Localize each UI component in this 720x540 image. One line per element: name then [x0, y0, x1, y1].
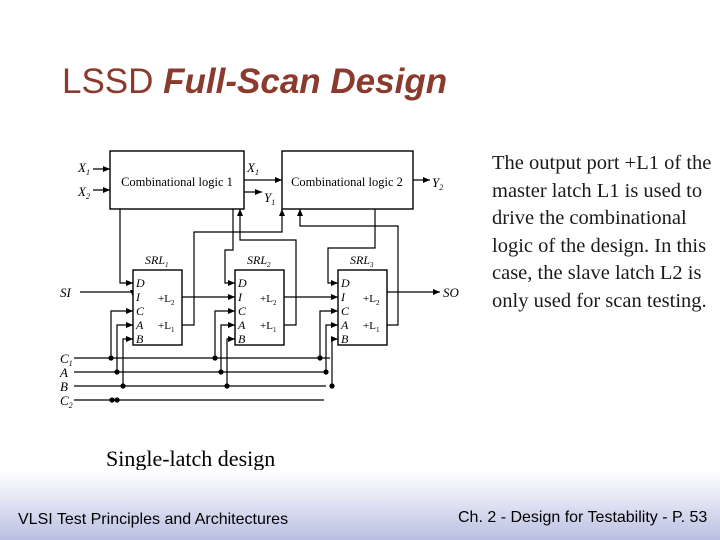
- srl-1-label: SRL1: [145, 253, 169, 269]
- srl-3-label: SRL3: [350, 253, 374, 269]
- srl-2-a-tap: [220, 322, 235, 372]
- srl-2-port-d: D: [237, 276, 247, 290]
- srl-3-out-l1: +L1: [363, 320, 380, 334]
- title-plain: LSSD: [62, 62, 164, 101]
- srl-1-a-tap: [116, 322, 133, 372]
- input-x2-label: X2: [77, 184, 90, 201]
- comb-logic-1-label: Combinational logic 1: [121, 175, 233, 189]
- srl-2-out-l1: +L1: [260, 320, 277, 334]
- srl-3-port-a: A: [340, 318, 349, 332]
- srl-3-port-b: B: [341, 332, 349, 346]
- junction-dot: [108, 355, 114, 361]
- srl-3-a-tap: [325, 322, 338, 372]
- srl-1-box: [132, 269, 183, 346]
- input-x1-label: X1: [77, 160, 90, 177]
- title-emphasis: Full-Scan Design: [163, 62, 448, 101]
- junction-dot: [317, 355, 323, 361]
- srl-3-b-tap: [331, 336, 338, 386]
- clock-c1-label: C1: [60, 351, 73, 368]
- srl-3-box: [337, 269, 388, 346]
- diagram-caption: Single-latch design: [106, 446, 276, 471]
- srl-1-out-l2: +L2: [158, 293, 175, 307]
- clock-b-label: B: [60, 379, 68, 394]
- comb-logic-2-label: Combinational logic 2: [291, 175, 403, 189]
- logic1-to-srl1-d: [119, 209, 133, 286]
- scan-in-wire: [80, 290, 136, 297]
- srl-3-out-l2: +L2: [363, 293, 380, 307]
- srl-1-c-tap: [110, 308, 133, 358]
- y1-label: Y1: [264, 190, 275, 207]
- footer-chapter: Ch. 2 - Design for Testability - P. 53: [458, 509, 708, 526]
- srl-1-b-tap: [122, 336, 133, 386]
- junction-dot: [212, 355, 218, 361]
- srl-3-port-c: C: [341, 304, 350, 318]
- srl-2-port-b: B: [238, 332, 246, 346]
- srl-2-out-l2: +L2: [260, 293, 277, 307]
- srl-2-c-tap: [214, 308, 235, 358]
- junction-dot: [329, 383, 335, 389]
- srl-2-b-tap: [226, 336, 235, 386]
- srl-3-port-d: D: [340, 276, 350, 290]
- junction-dot: [114, 397, 120, 403]
- comb-logic-2-box: [281, 150, 414, 210]
- logic2-to-srl3-d: [327, 209, 376, 286]
- junction-dot: [109, 397, 115, 403]
- footer-bar: [0, 470, 720, 540]
- comb-logic-1-box: [109, 150, 245, 210]
- srl-2-port-c: C: [238, 304, 247, 318]
- srl-1-port-b: B: [136, 332, 144, 346]
- srl-1-port-i: I: [135, 290, 141, 304]
- clock-c2-label: C2: [60, 393, 73, 410]
- so-label: SO: [443, 285, 460, 300]
- srl-2-port-a: A: [237, 318, 246, 332]
- srl1-l1-feedback: [182, 209, 285, 326]
- srl-1-port-c: C: [136, 304, 145, 318]
- srl-3-c-tap: [319, 308, 338, 358]
- junction-dot: [323, 369, 329, 375]
- srl3-l1-feedback: [297, 209, 399, 326]
- description-paragraph: The output port +L1 of the master latch …: [492, 152, 712, 312]
- y2-label: Y2: [432, 175, 443, 192]
- junction-dot: [120, 383, 126, 389]
- clock-a-label: A: [59, 365, 68, 380]
- junction-dot: [224, 383, 230, 389]
- logic1-to-srl2-d: [224, 209, 235, 286]
- junction-dot: [114, 369, 120, 375]
- srl2-l1-feedback: [237, 209, 297, 326]
- srl-1-port-d: D: [135, 276, 145, 290]
- srl-1-out-l1: +L1: [158, 320, 175, 334]
- srl-2-label: SRL2: [247, 253, 271, 269]
- srl-2-box: [234, 269, 285, 346]
- logic2-x1-label: X1: [246, 160, 259, 177]
- srl-2-port-i: I: [237, 290, 243, 304]
- junction-dot: [218, 369, 224, 375]
- footer-course: VLSI Test Principles and Architectures: [18, 511, 289, 528]
- srl-3-port-i: I: [340, 290, 346, 304]
- si-label: SI: [60, 285, 72, 300]
- srl-1-port-a: A: [135, 318, 144, 332]
- slide-title: LSSD Full-Scan Design: [62, 62, 447, 102]
